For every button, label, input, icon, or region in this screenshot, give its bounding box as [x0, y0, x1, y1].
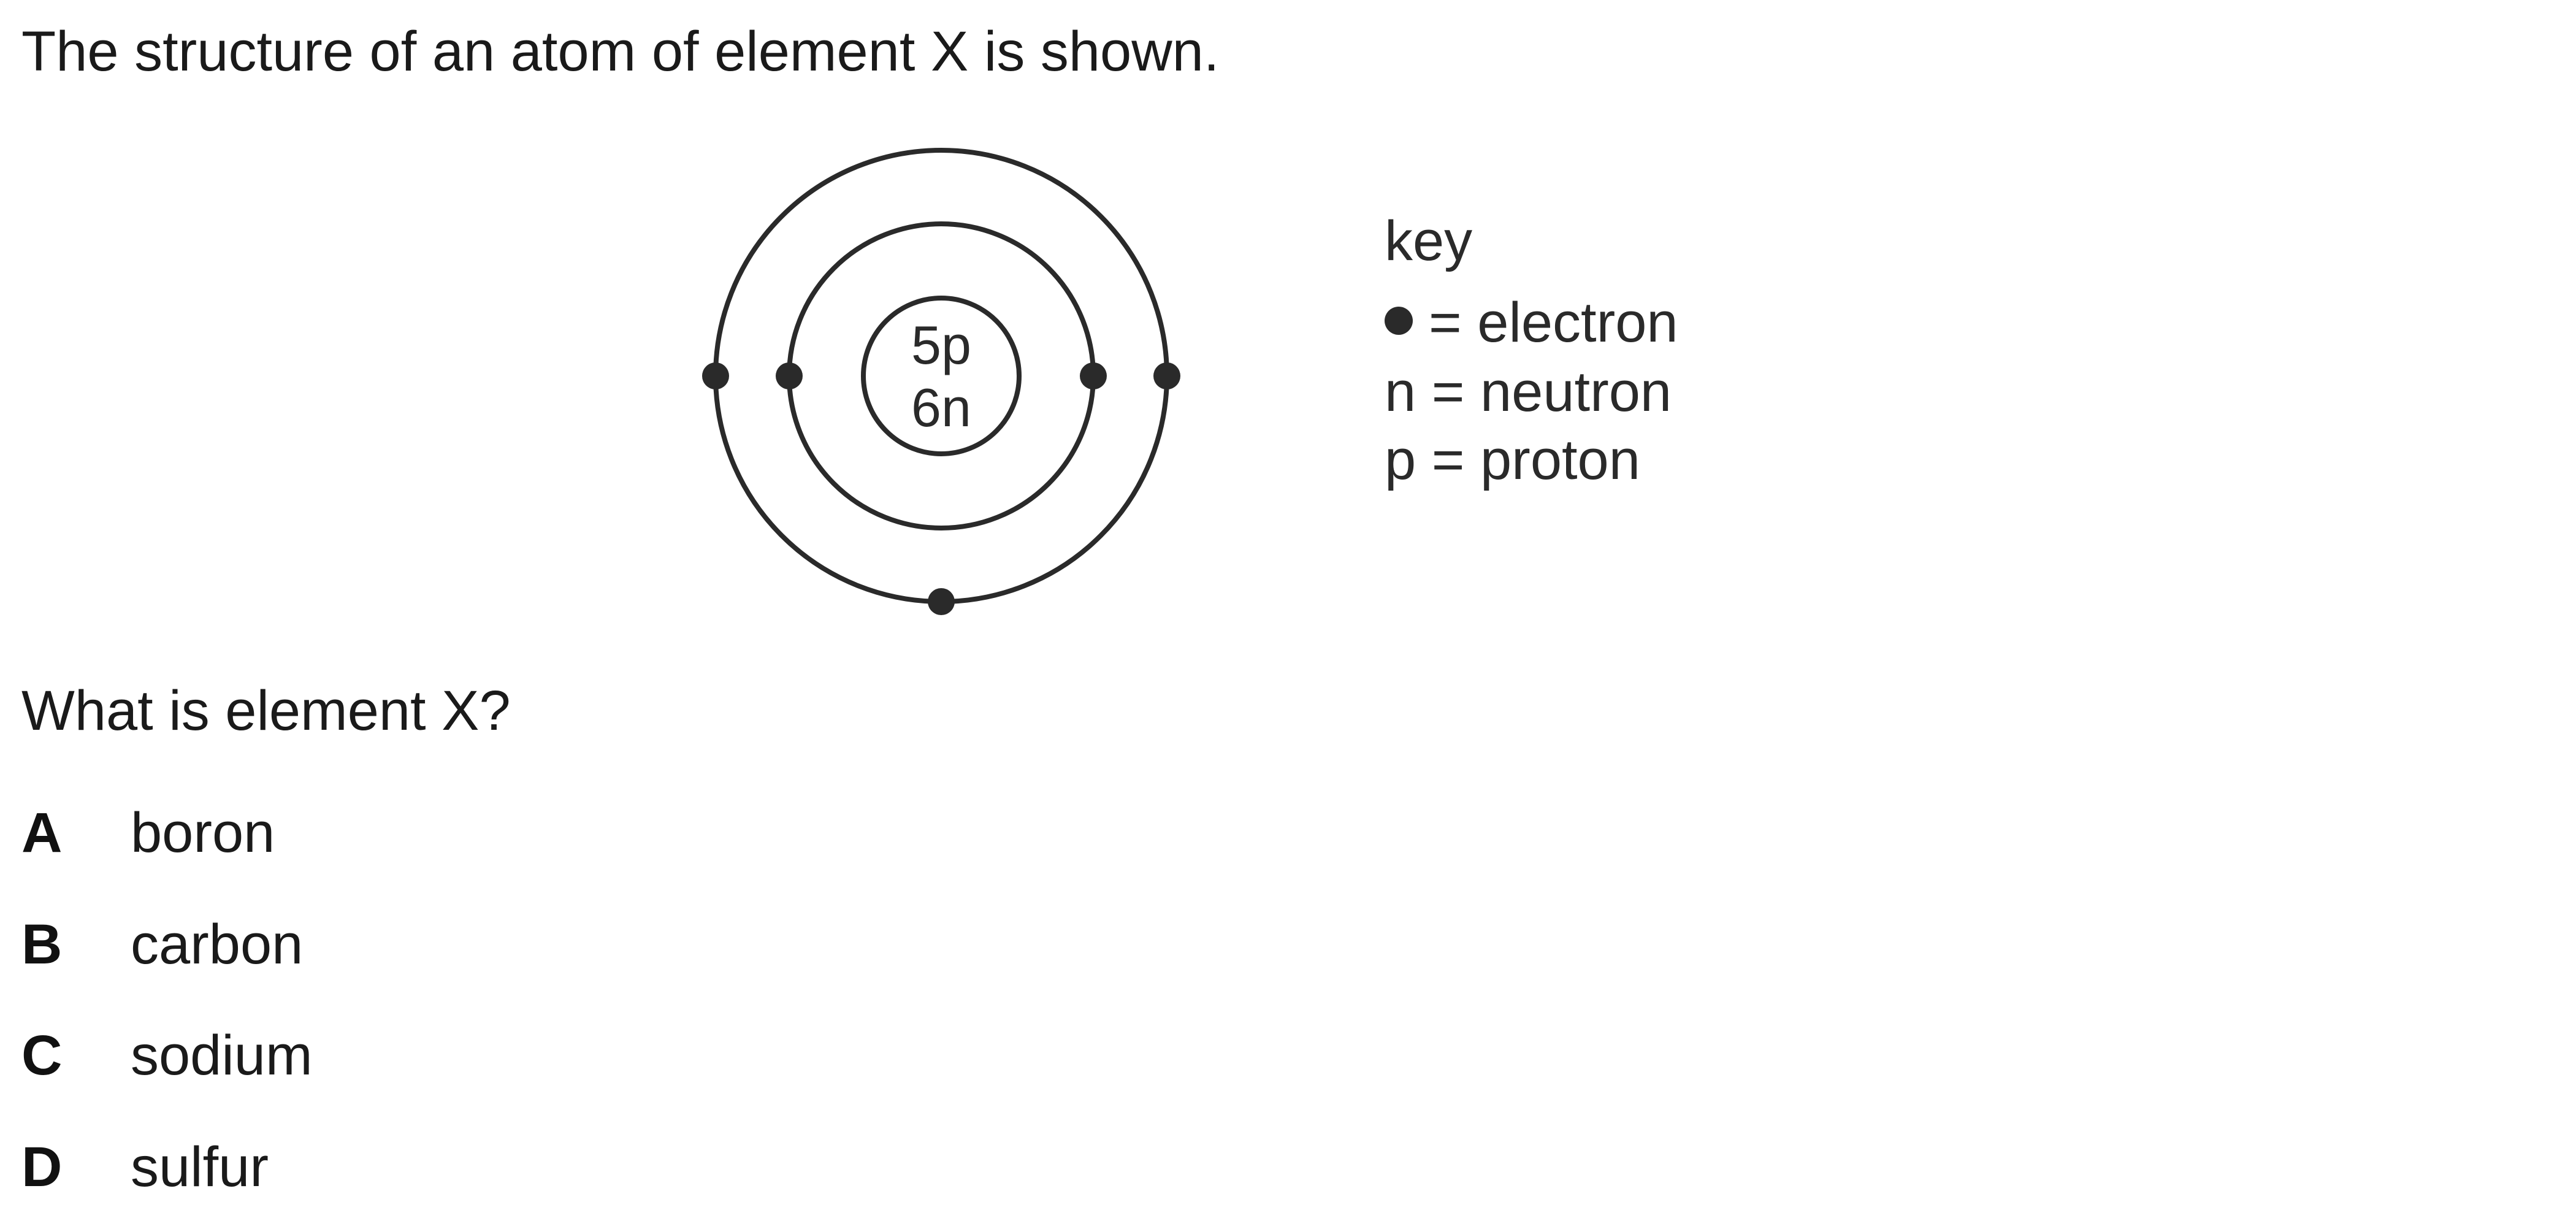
electron-outer-right — [1153, 362, 1180, 389]
option-text: boron — [131, 802, 275, 864]
nucleus-protons-label: 5p — [911, 315, 971, 375]
option-letter: D — [21, 1136, 63, 1198]
option-text: sodium — [131, 1024, 313, 1087]
atom-structure-diagram: 5p 6n — [702, 148, 1180, 615]
question-prompt: What is element X? — [21, 680, 511, 742]
key-neutron-label: n = neutron — [1385, 361, 1672, 423]
question-intro: The structure of an atom of element X is… — [21, 20, 1220, 83]
key-title: key — [1385, 210, 1473, 272]
option-letter: C — [21, 1024, 63, 1087]
inner-electron-shell — [787, 221, 1096, 530]
electron-outer-bottom — [928, 588, 955, 615]
electron-inner-right — [1080, 362, 1107, 389]
electron-dot-icon — [1385, 306, 1413, 335]
nucleus — [861, 296, 1022, 456]
option-letter: B — [21, 913, 63, 976]
option-letter: A — [21, 802, 63, 864]
key-electron-row: = electron — [1385, 294, 1678, 351]
option-text: carbon — [131, 913, 304, 976]
electron-inner-left — [776, 362, 803, 389]
electron-outer-left — [702, 362, 729, 389]
key-proton-label: p = proton — [1385, 429, 1640, 491]
key-electron-label: = electron — [1429, 291, 1678, 354]
nucleus-neutrons-label: 6n — [911, 377, 971, 438]
option-text: sulfur — [131, 1136, 269, 1198]
